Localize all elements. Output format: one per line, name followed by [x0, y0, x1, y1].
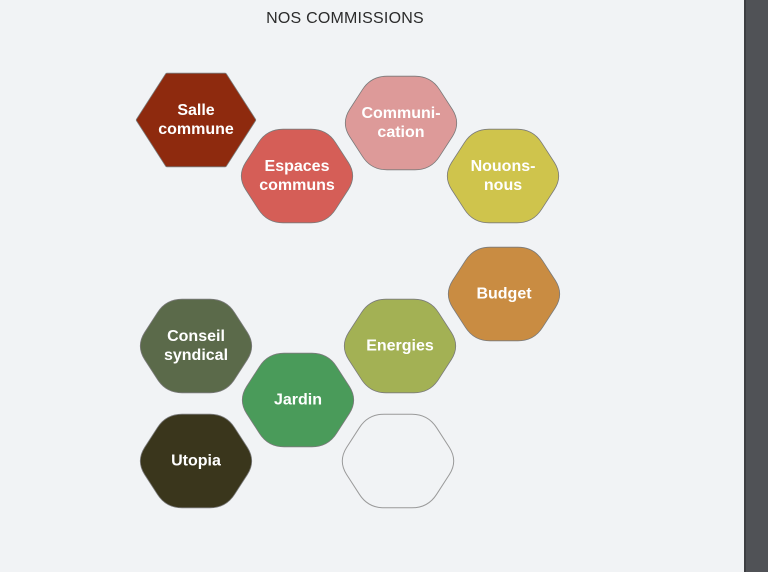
page-title: NOS COMMISSIONS — [266, 10, 424, 27]
hexagon-communication[interactable] — [344, 75, 458, 171]
scrollbar-edge — [744, 0, 746, 572]
hexagon-jardin[interactable] — [241, 352, 355, 448]
hexagon-espaces-communs[interactable] — [240, 128, 354, 224]
hexagon-salle-commune[interactable] — [135, 72, 257, 168]
hexagon-nouons-nous[interactable] — [446, 128, 560, 224]
hexagon-conseil-syndical[interactable] — [139, 298, 253, 394]
hexagon-empty — [341, 413, 455, 509]
hexagon-grid — [135, 72, 561, 509]
hexagon-budget[interactable] — [447, 246, 561, 342]
scrollbar-panel[interactable] — [744, 0, 768, 572]
hexagon-utopia[interactable] — [139, 413, 253, 509]
hexagon-energies[interactable] — [343, 298, 457, 394]
